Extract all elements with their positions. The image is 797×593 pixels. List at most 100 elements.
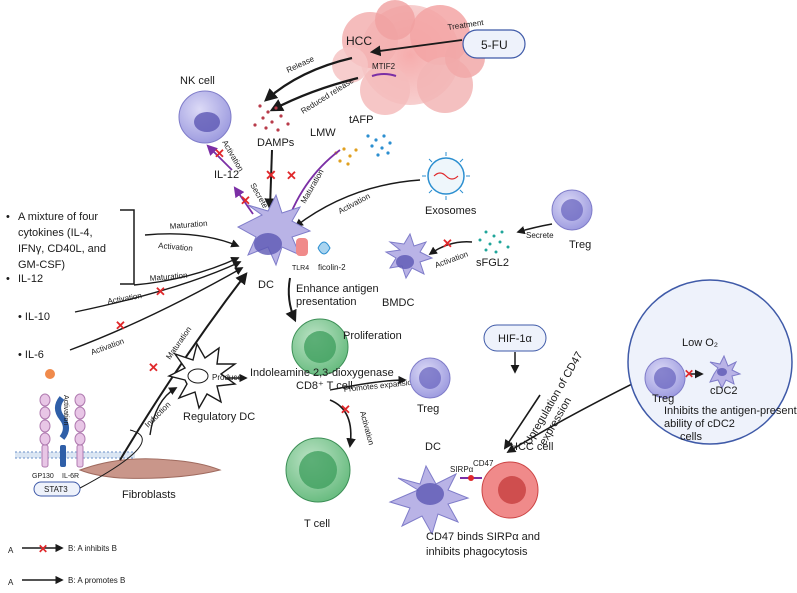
inhibits-ag-label: Inhibits the antigen-presentation abilit…	[664, 405, 797, 443]
treg-circle-cell	[644, 357, 686, 399]
arrow-maturation-mix	[144, 233, 240, 248]
t-cell	[285, 437, 351, 503]
cytokine-bullets: • A mixture of four cytokines (IL-4, IFN…	[6, 211, 106, 285]
inhibit-x-cdc2: ✕	[684, 367, 694, 381]
bullet-dot-2: •	[6, 273, 10, 285]
bullet-line-3: IFNγ, CD40L, and	[18, 243, 106, 255]
il10-bullet: •	[18, 311, 25, 323]
sirpa-label: SIRPα	[450, 465, 474, 474]
arrow-activation-ido	[329, 399, 356, 448]
cdc2-label: cDC2	[710, 385, 738, 397]
edge-activation-il10: Activation	[107, 291, 143, 306]
enhance-ag-line1: Enhance antigen	[296, 283, 379, 295]
dc-bottom-cell	[388, 464, 470, 536]
five-fu-label: 5-FU	[481, 38, 508, 52]
ficolin-shape	[317, 241, 331, 255]
arrow-upregulation	[506, 379, 641, 453]
legend-promote-a: A	[8, 578, 14, 587]
enhance-ag-line2: presentation	[296, 296, 357, 308]
tlr4-label: TLR4	[292, 265, 309, 272]
inhibit-x-damps: ✕	[265, 167, 277, 183]
enhance-ag-label: Enhance antigen presentation	[296, 283, 382, 308]
bmdc-label: BMDC	[382, 297, 414, 309]
exosomes-label: Exosomes	[425, 205, 477, 217]
legend-inhibit-a: A	[8, 546, 14, 555]
il6-bullet: •	[18, 349, 25, 361]
arrow-damps-dc	[264, 149, 277, 211]
inhibit-x-fib: ✕	[148, 360, 159, 375]
il6-label: • IL-6	[18, 349, 44, 361]
dc-bottom-label: DC	[425, 441, 441, 453]
low-o2-label: Low O₂	[682, 337, 718, 349]
edge-maturation-mix: Maturation	[169, 219, 207, 231]
edge-activation-ido: Activation	[358, 410, 376, 446]
arrow-maturation-il12	[133, 256, 240, 286]
regulatory-dc-cell	[166, 342, 238, 410]
cdc2-cell	[709, 354, 742, 390]
arrow-release	[264, 56, 353, 102]
bullet-line-1: A mixture of four	[18, 211, 98, 223]
treg-mid	[409, 357, 451, 399]
hcc-cell-label: HCC cell	[510, 441, 553, 453]
nk-cell-label: NK cell	[180, 75, 215, 87]
tafp-dots	[366, 134, 392, 157]
five-fu-box	[462, 29, 526, 59]
edge-reduced-release: Reduced release	[299, 76, 356, 116]
treg-top	[551, 189, 593, 231]
stat3-label: STAT3	[44, 485, 68, 494]
edge-produce: Produce	[212, 373, 242, 382]
arrow-treatment	[369, 39, 463, 57]
edge-activation-exo: Activation	[337, 192, 372, 216]
t-cell-label: T cell	[304, 518, 330, 530]
legend-inhibit-text: B: A inhibits B	[68, 544, 117, 553]
stat3-box	[33, 481, 81, 497]
il6r-receptor	[55, 396, 69, 467]
inhibits-ag-line3: cells	[680, 431, 703, 443]
regulatory-dc-label: Regulatory DC	[183, 411, 255, 423]
fibroblasts-label: Fibroblasts	[122, 489, 176, 501]
arrow-dc-cd8	[285, 277, 297, 323]
inhibit-x-tafp: ✕	[286, 168, 297, 183]
bmdc-cell	[384, 232, 434, 280]
edge-secrete-sfgl2: Secrete	[526, 231, 554, 240]
arrow-secrete-sfgl2	[516, 223, 553, 235]
edge-maturation-il12: Maturation	[149, 271, 187, 283]
bullet-line-4: GM-CSF)	[18, 259, 65, 271]
edge-activation-il6r: Activation	[62, 395, 69, 425]
cd47-binds-line2: inhibits phagocytosis	[426, 546, 528, 558]
inhibit-x-il10: ✕	[155, 284, 166, 299]
dc-main-label: DC	[258, 279, 274, 291]
damps-dots	[253, 104, 290, 132]
bullet-line-5: IL-12	[18, 273, 43, 285]
edge-promotes-expansion: Promotes expansion	[343, 377, 416, 394]
gp130-label: GP130	[32, 473, 54, 480]
edge-activation-mix: Activation	[158, 241, 193, 253]
cd47-binds-line1: CD47 binds SIRPα and	[426, 531, 540, 543]
fibroblast-cell	[78, 458, 222, 479]
gp130-receptor-2	[74, 393, 86, 468]
cell-membrane	[15, 451, 135, 459]
arrow-induction	[149, 387, 178, 436]
arrow-cd47-dc	[503, 394, 541, 450]
cytokine-bracket	[120, 209, 135, 285]
il6-text: IL-6	[25, 349, 44, 361]
bullet-line-2: cytokines (IL-4,	[18, 227, 93, 239]
cd8-tcell	[291, 318, 349, 376]
bond-point	[468, 475, 474, 481]
arrow-secrete-il12	[233, 186, 254, 215]
ido-label: Indoleamine 2,3-dioxygenase	[250, 367, 394, 379]
hif-box	[483, 324, 547, 352]
ficolin-label: ficolin-2	[318, 263, 346, 272]
arrow-activation-nk	[206, 144, 233, 171]
inhibit-x-il12: ✕	[240, 193, 251, 208]
il10-label: • IL-10	[18, 311, 50, 323]
inhibits-ag-line1: Inhibits the antigen-presentation	[664, 405, 797, 417]
edge-maturation-tafp: Maturation	[299, 168, 326, 205]
il6-ligand	[45, 369, 55, 379]
damps-label: DAMPs	[257, 137, 295, 149]
arrow-promotes-expansion	[329, 375, 407, 391]
ido-line1: Indoleamine 2,3-dioxygenase	[250, 367, 394, 379]
lmw-label: LMW	[310, 127, 336, 139]
sfgl2-dots	[478, 230, 510, 254]
